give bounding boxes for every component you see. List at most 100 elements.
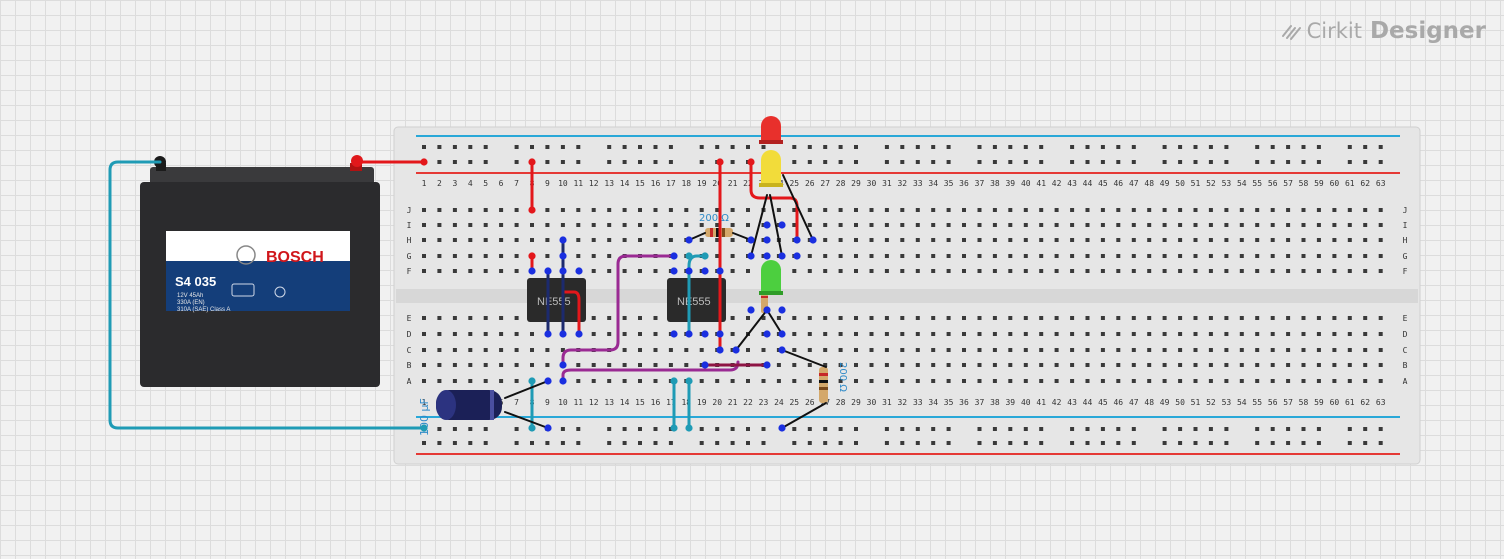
terminal-hole[interactable] (1378, 332, 1383, 336)
terminal-hole[interactable] (931, 379, 936, 383)
terminal-hole[interactable] (1363, 269, 1368, 273)
rail-hole[interactable] (1178, 427, 1183, 431)
terminal-hole[interactable] (1332, 223, 1337, 227)
terminal-hole[interactable] (854, 332, 858, 336)
terminal-hole[interactable] (1100, 208, 1105, 212)
terminal-hole[interactable] (1178, 254, 1183, 258)
terminal-hole[interactable] (946, 363, 951, 367)
terminal-hole[interactable] (869, 348, 874, 352)
rail-hole[interactable] (838, 160, 843, 164)
led-yellow[interactable] (759, 150, 783, 187)
terminal-hole[interactable] (1131, 316, 1136, 320)
terminal-hole[interactable] (838, 269, 843, 273)
rail-hole[interactable] (838, 145, 843, 149)
terminal-hole[interactable] (1239, 254, 1244, 258)
terminal-hole[interactable] (576, 363, 581, 367)
terminal-hole[interactable] (684, 223, 689, 227)
terminal-hole[interactable] (1147, 223, 1152, 227)
terminal-hole[interactable] (992, 363, 997, 367)
terminal-hole[interactable] (1008, 269, 1013, 273)
terminal-hole[interactable] (422, 332, 426, 336)
terminal-hole[interactable] (730, 316, 735, 320)
terminal-hole[interactable] (452, 348, 457, 352)
terminal-hole[interactable] (884, 379, 889, 383)
terminal-hole[interactable] (854, 208, 858, 212)
terminal-hole[interactable] (452, 223, 457, 227)
rail-hole[interactable] (1070, 441, 1075, 445)
rail-hole[interactable] (854, 427, 858, 431)
terminal-hole[interactable] (607, 254, 612, 258)
rail-hole[interactable] (1070, 160, 1075, 164)
terminal-hole[interactable] (591, 316, 596, 320)
terminal-hole[interactable] (1378, 223, 1383, 227)
rail-hole[interactable] (1131, 427, 1136, 431)
terminal-hole[interactable] (823, 254, 828, 258)
terminal-hole[interactable] (1039, 363, 1044, 367)
terminal-hole[interactable] (422, 316, 426, 320)
terminal-hole[interactable] (684, 348, 689, 352)
terminal-hole[interactable] (1147, 316, 1152, 320)
terminal-hole[interactable] (1054, 208, 1059, 212)
terminal-hole[interactable] (946, 379, 951, 383)
terminal-hole[interactable] (1286, 379, 1291, 383)
rail-hole[interactable] (1363, 441, 1368, 445)
terminal-hole[interactable] (1255, 363, 1260, 367)
terminal-hole[interactable] (1255, 269, 1260, 273)
terminal-hole[interactable] (746, 379, 750, 383)
terminal-hole[interactable] (1070, 238, 1075, 242)
terminal-hole[interactable] (483, 379, 488, 383)
rail-hole[interactable] (761, 427, 766, 431)
rail-hole[interactable] (1116, 427, 1121, 431)
terminal-hole[interactable] (545, 254, 550, 258)
terminal-hole[interactable] (684, 208, 689, 212)
terminal-hole[interactable] (468, 348, 473, 352)
terminal-hole[interactable] (699, 238, 704, 242)
terminal-hole[interactable] (1193, 379, 1198, 383)
terminal-hole[interactable] (607, 332, 612, 336)
terminal-hole[interactable] (452, 363, 457, 367)
led-red[interactable] (759, 116, 783, 144)
terminal-hole[interactable] (1178, 316, 1183, 320)
terminal-hole[interactable] (900, 316, 905, 320)
red-jumper-4[interactable] (561, 290, 581, 336)
terminal-hole[interactable] (483, 332, 488, 336)
terminal-hole[interactable] (1270, 238, 1275, 242)
terminal-hole[interactable] (977, 348, 982, 352)
terminal-hole[interactable] (1255, 348, 1260, 352)
terminal-hole[interactable] (638, 348, 642, 352)
terminal-hole[interactable] (823, 316, 828, 320)
terminal-hole[interactable] (1363, 223, 1368, 227)
terminal-hole[interactable] (591, 208, 596, 212)
terminal-hole[interactable] (1301, 238, 1306, 242)
terminal-hole[interactable] (869, 238, 874, 242)
rail-hole[interactable] (1224, 145, 1229, 149)
rail-hole[interactable] (900, 441, 905, 445)
resistor-side[interactable]: 200 Ω (819, 362, 848, 403)
terminal-hole[interactable] (946, 223, 951, 227)
terminal-hole[interactable] (499, 332, 504, 336)
rail-hole[interactable] (1023, 160, 1028, 164)
terminal-hole[interactable] (452, 379, 457, 383)
terminal-hole[interactable] (1378, 269, 1383, 273)
rail-hole[interactable] (1347, 441, 1352, 445)
terminal-hole[interactable] (576, 223, 581, 227)
terminal-hole[interactable] (1363, 254, 1368, 258)
rail-hole[interactable] (1070, 145, 1075, 149)
terminal-hole[interactable] (699, 208, 704, 212)
rail-hole[interactable] (483, 427, 488, 431)
rail-hole[interactable] (1363, 427, 1368, 431)
rail-hole[interactable] (1378, 441, 1383, 445)
terminal-hole[interactable] (838, 254, 843, 258)
terminal-hole[interactable] (1347, 316, 1352, 320)
terminal-hole[interactable] (915, 208, 920, 212)
terminal-hole[interactable] (946, 348, 951, 352)
terminal-hole[interactable] (1286, 332, 1291, 336)
terminal-hole[interactable] (1255, 208, 1260, 212)
terminal-hole[interactable] (1316, 332, 1321, 336)
terminal-hole[interactable] (1178, 348, 1183, 352)
terminal-hole[interactable] (1039, 269, 1044, 273)
terminal-hole[interactable] (715, 379, 720, 383)
rail-hole[interactable] (946, 160, 951, 164)
terminal-hole[interactable] (638, 269, 642, 273)
terminal-hole[interactable] (1224, 208, 1229, 212)
